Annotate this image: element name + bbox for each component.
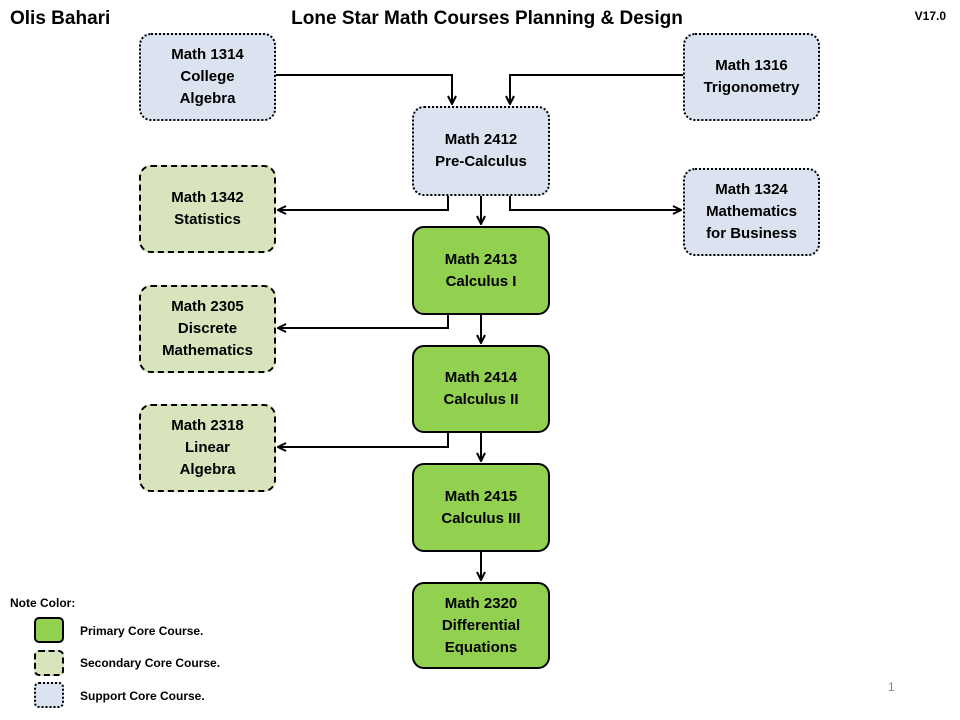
node-title-line1: Differential	[441, 616, 521, 634]
edge-2412-to-1342	[278, 196, 449, 210]
node-title-line1: Discrete	[177, 320, 238, 337]
page-title: Lone Star Math Courses Planning & Design	[291, 8, 683, 29]
node-math-1314: Math 1314 College Algebra	[139, 33, 276, 121]
edge-1316-to-2412	[510, 74, 683, 104]
page-number: 1	[888, 680, 895, 694]
author-name: Olis Bahari	[10, 8, 111, 29]
node-math-1316: Math 1316 Trigonometry	[683, 33, 820, 121]
legend-label-primary: Primary Core Course.	[80, 624, 204, 638]
node-title-line1: Mathematics	[706, 203, 797, 220]
node-code: Math 2413	[444, 250, 518, 268]
legend-swatch-secondary	[34, 650, 64, 676]
legend-swatch-primary	[34, 617, 64, 643]
node-title-line2: Mathematics	[162, 342, 253, 359]
node-math-1342: Math 1342 Statistics	[139, 165, 276, 253]
legend-label-secondary: Secondary Core Course.	[80, 656, 221, 670]
node-math-2414: Math 2414 Calculus II	[412, 345, 550, 433]
node-title-line2: for Business	[706, 225, 797, 242]
node-title-line2: Algebra	[179, 461, 236, 478]
node-code: Math 1342	[171, 189, 244, 206]
edge-1314-to-2412	[276, 74, 452, 104]
node-code: Math 2414	[444, 369, 518, 386]
node-title-line1: Pre-Calculus	[435, 153, 527, 170]
legend-heading: Note Color:	[10, 596, 76, 610]
node-math-2320: Math 2320 Differential Equations	[412, 582, 550, 669]
version-label: V17.0	[914, 9, 946, 23]
node-title-line2: Equations	[444, 638, 518, 656]
node-code: Math 2305	[171, 298, 244, 315]
edge-2412-to-1324	[509, 196, 681, 210]
node-math-2413: Math 2413 Calculus I	[412, 226, 550, 315]
node-code: Math 2318	[171, 417, 244, 434]
node-math-2305: Math 2305 Discrete Mathematics	[139, 285, 276, 373]
node-title-line1: Calculus III	[441, 509, 521, 527]
node-math-1324: Math 1324 Mathematics for Business	[683, 168, 820, 256]
edge-2414-to-2318	[278, 433, 449, 447]
node-math-2412: Math 2412 Pre-Calculus	[412, 106, 550, 196]
node-title-line1: Statistics	[174, 211, 241, 228]
node-title-line1: Calculus II	[443, 391, 519, 408]
node-code: Math 2320	[444, 594, 518, 612]
node-code: Math 2412	[444, 131, 518, 148]
node-code: Math 2415	[444, 487, 518, 505]
node-title-line1: Trigonometry	[703, 79, 800, 96]
node-code: Math 1316	[715, 57, 788, 74]
legend-label-support: Support Core Course.	[80, 689, 205, 703]
node-title-line2: Algebra	[179, 90, 236, 107]
node-math-2415: Math 2415 Calculus III	[412, 463, 550, 552]
node-math-2318: Math 2318 Linear Algebra	[139, 404, 276, 492]
legend-swatch-support	[34, 682, 64, 708]
node-code: Math 1314	[171, 46, 244, 63]
edge-2413-to-2305	[278, 315, 449, 328]
node-title-line1: College	[180, 68, 235, 85]
node-code: Math 1324	[715, 181, 788, 198]
node-title-line1: Calculus I	[445, 272, 517, 290]
node-title-line1: Linear	[184, 439, 230, 456]
